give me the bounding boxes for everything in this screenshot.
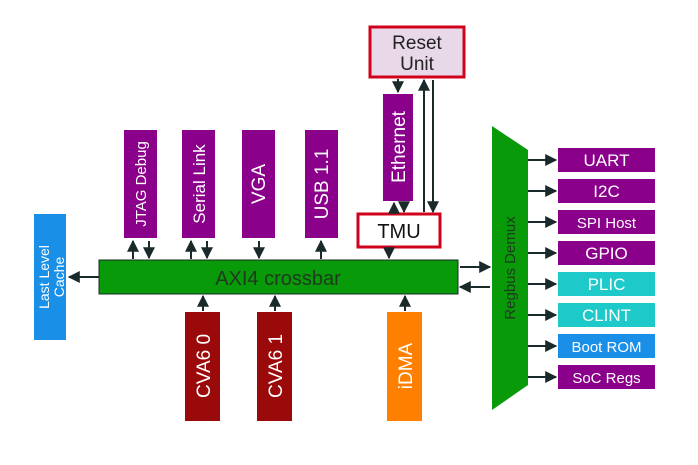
peripheral-label: GPIO bbox=[585, 244, 628, 263]
llc-label-line2: Cache bbox=[51, 257, 67, 298]
peripheral-box bbox=[558, 365, 655, 389]
vga-block: VGA bbox=[242, 130, 275, 238]
peripheral-plic: PLIC bbox=[558, 272, 655, 296]
regbus-demux-label: Regbus Demux bbox=[502, 216, 519, 320]
jtag-debug-label: JTAG Debug bbox=[133, 141, 150, 227]
reset-unit-block: Reset Unit bbox=[368, 25, 466, 79]
peripheral-box bbox=[558, 241, 655, 265]
cva6-1-label: CVA6 1 bbox=[266, 334, 287, 398]
peripheral-box bbox=[558, 179, 655, 203]
wires bbox=[67, 78, 492, 311]
ethernet-block: Ethernet bbox=[383, 94, 413, 201]
axi4-crossbar-label: AXI4 crossbar bbox=[215, 268, 341, 290]
reset-unit-label-line2: Unit bbox=[400, 54, 435, 75]
peripheral-boot-rom: Boot ROM bbox=[558, 334, 655, 358]
cva6-0-block: CVA6 0 bbox=[185, 312, 220, 421]
peripheral-clint: CLINT bbox=[558, 303, 655, 327]
regbus-demux-block: Regbus Demux bbox=[492, 126, 528, 410]
reset-unit-label-line1: Reset bbox=[392, 33, 442, 54]
peripheral-box bbox=[558, 148, 655, 172]
llc-label-line1: Last Level bbox=[36, 245, 52, 309]
peripheral-box bbox=[558, 272, 655, 296]
tmu-block: TMU bbox=[356, 212, 442, 249]
jtag-debug-block: JTAG Debug bbox=[124, 130, 157, 238]
peripheral-box bbox=[558, 303, 655, 327]
peripheral-gpio: GPIO bbox=[558, 241, 655, 265]
peripheral-box bbox=[558, 334, 655, 358]
peripheral-label: SoC Regs bbox=[572, 370, 640, 387]
peripheral-label: PLIC bbox=[588, 275, 626, 294]
peripheral-label: UART bbox=[584, 151, 630, 170]
peripheral-label: I2C bbox=[593, 182, 619, 201]
peripheral-label: Boot ROM bbox=[571, 339, 641, 356]
peripheral-i2c: I2C bbox=[558, 179, 655, 203]
idma-label: iDMA bbox=[396, 342, 417, 389]
peripheral-soc-regs: SoC Regs bbox=[558, 365, 655, 389]
usb-label: USB 1.1 bbox=[312, 149, 333, 220]
tmu-label: TMU bbox=[377, 221, 420, 243]
peripheral-wires bbox=[528, 154, 558, 383]
peripheral-label: SPI Host bbox=[577, 215, 637, 232]
peripheral-spi-host: SPI Host bbox=[558, 210, 655, 234]
axi4-crossbar-block: AXI4 crossbar bbox=[98, 259, 459, 295]
vga-label: VGA bbox=[249, 164, 270, 204]
ethernet-label: Ethernet bbox=[389, 110, 410, 183]
cva6-1-block: CVA6 1 bbox=[257, 312, 292, 421]
peripheral-uart: UART bbox=[558, 148, 655, 172]
cva6-0-label: CVA6 0 bbox=[194, 334, 215, 398]
serial-link-label: Serial Link bbox=[190, 144, 209, 224]
last-level-cache-block: Last Level Cache bbox=[34, 214, 67, 340]
idma-block: iDMA bbox=[387, 312, 422, 421]
peripheral-box bbox=[558, 210, 655, 234]
serial-link-block: Serial Link bbox=[182, 130, 215, 238]
usb-block: USB 1.1 bbox=[305, 130, 338, 238]
peripheral-label: CLINT bbox=[582, 306, 631, 325]
